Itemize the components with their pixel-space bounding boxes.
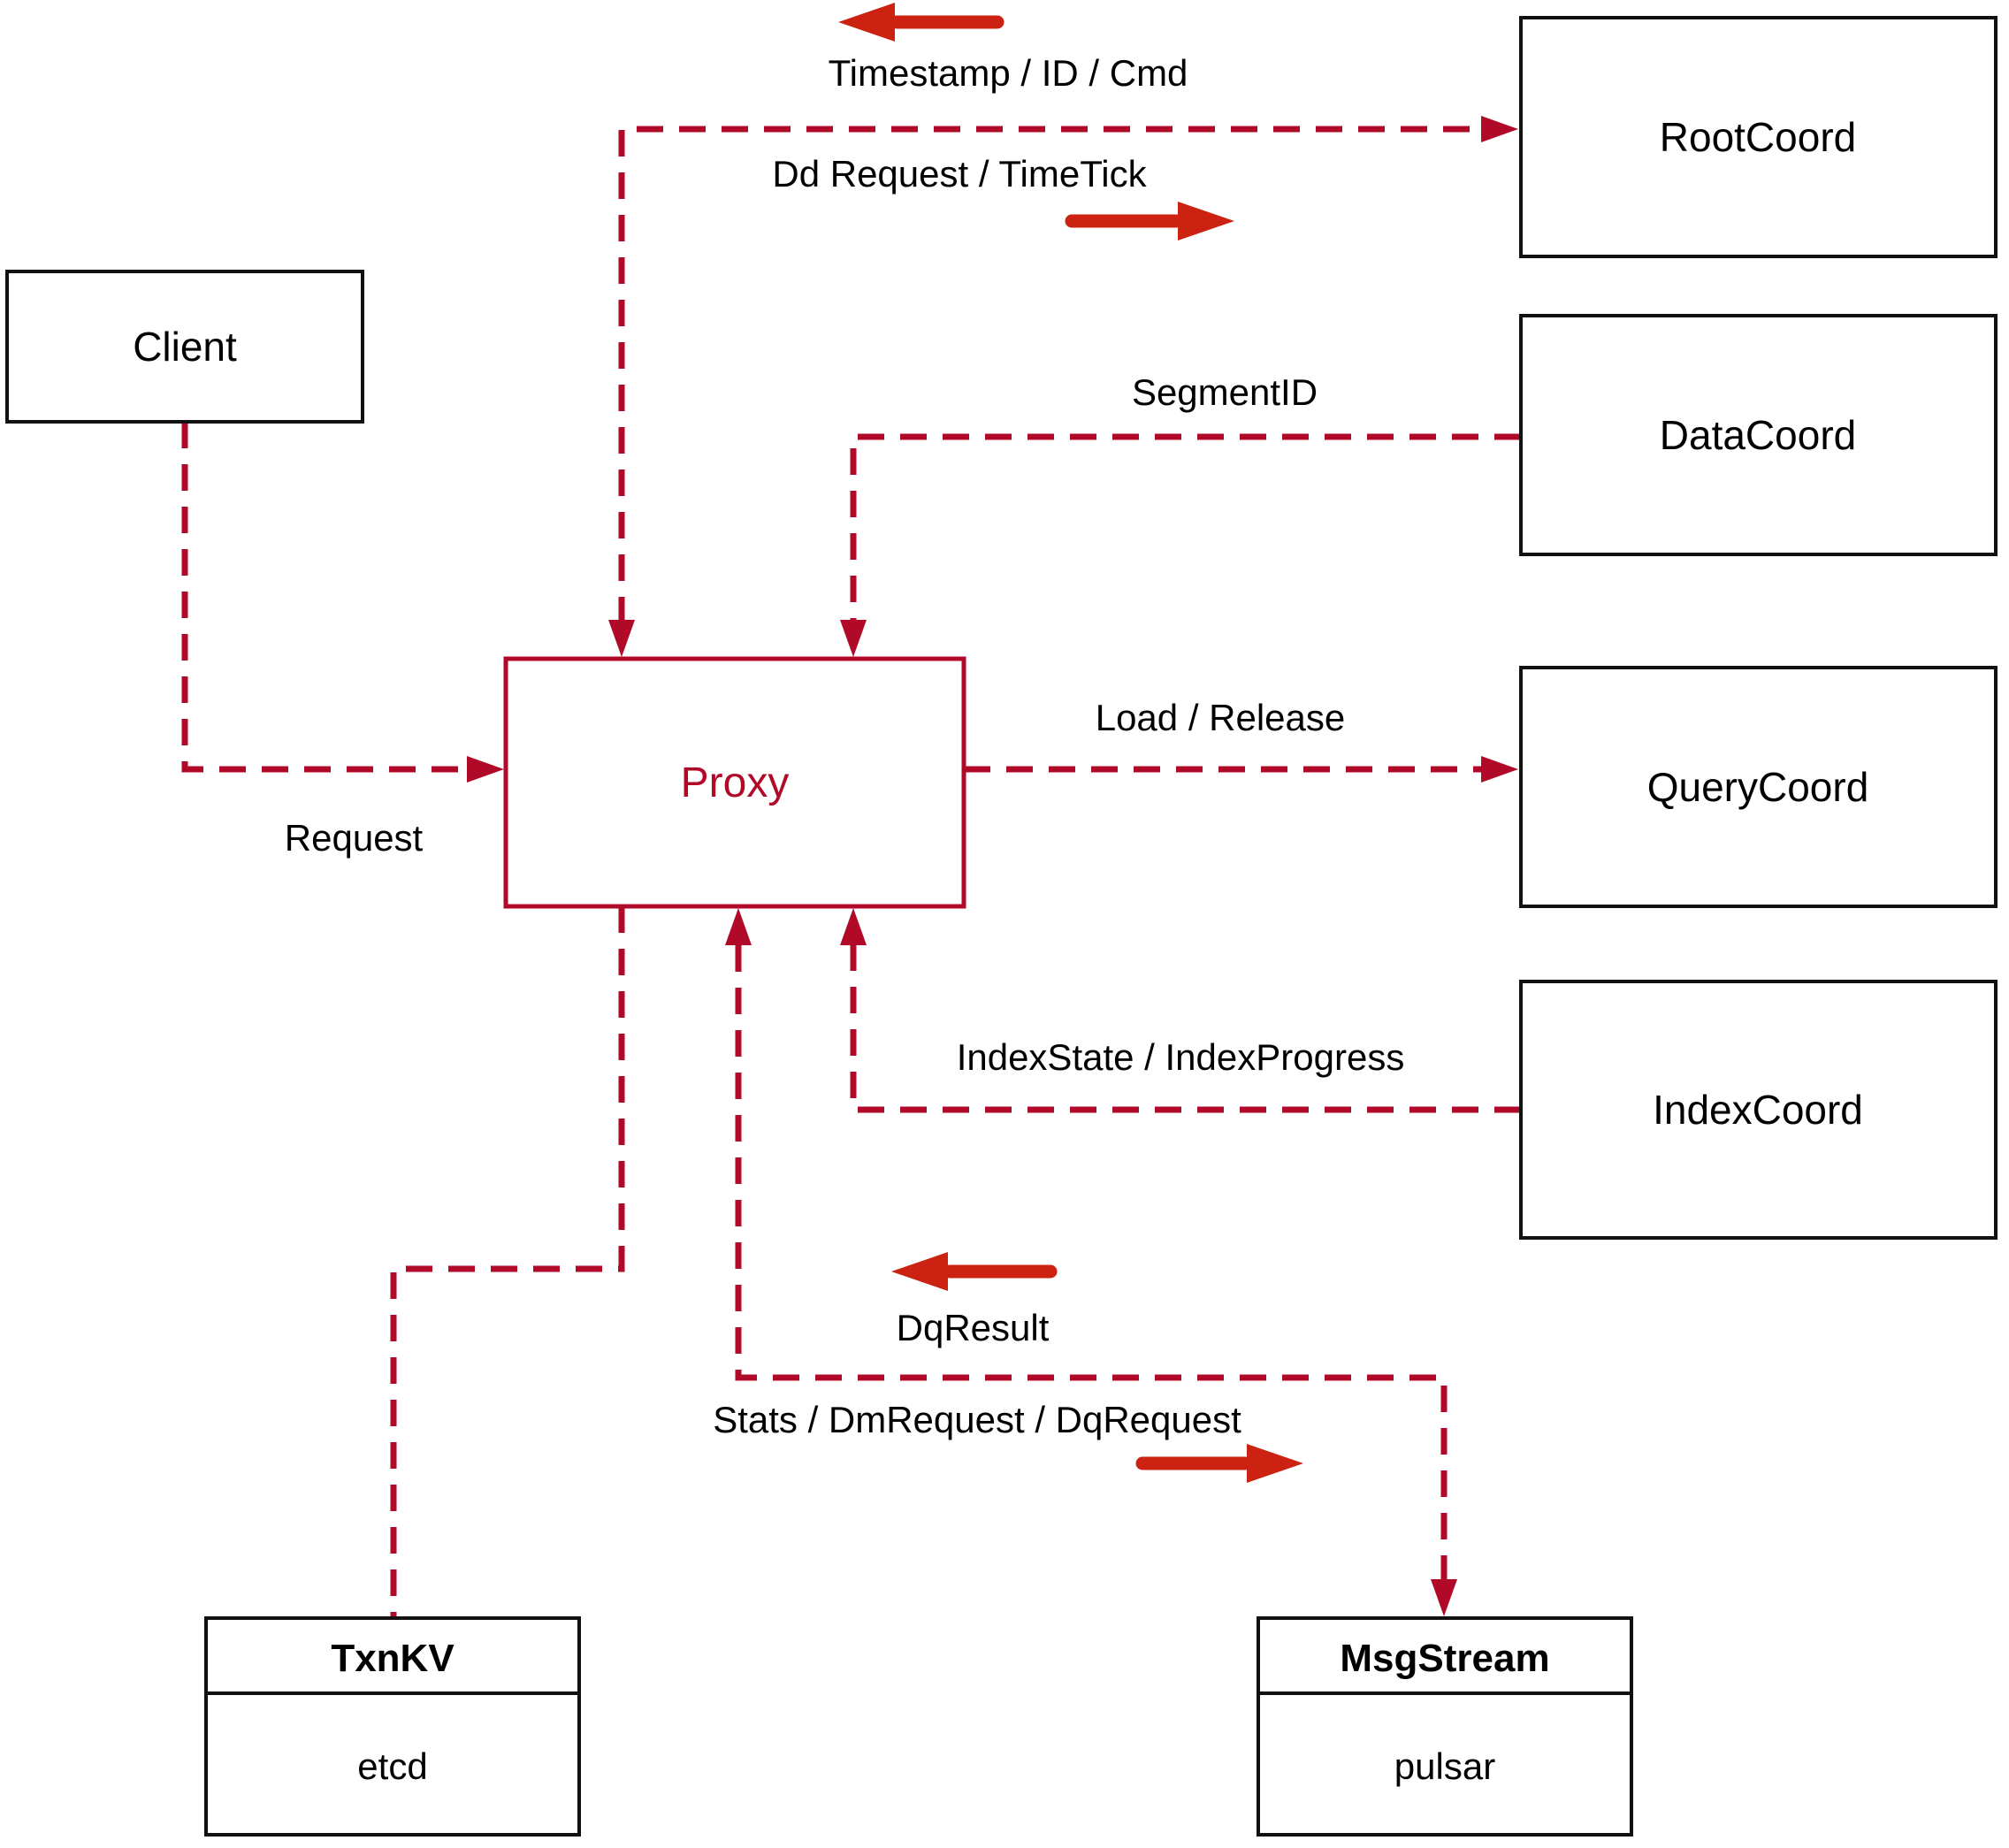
edge-label-stats: Stats / DmRequest / DqRequest xyxy=(713,1399,1241,1440)
arrowhead-into-proxy-top-left-icon xyxy=(608,620,635,657)
arrowhead-into-proxy-top-right-icon xyxy=(840,620,867,657)
node-indexcoord: IndexCoord xyxy=(1519,980,1998,1240)
node-txnkv: TxnKV etcd xyxy=(204,1616,581,1837)
edge-label-load-release: Load / Release xyxy=(1096,697,1346,738)
edge-label-dqresult: DqResult xyxy=(897,1307,1050,1348)
edges xyxy=(181,116,1521,1616)
node-querycoord-label: QueryCoord xyxy=(1647,764,1869,810)
node-client-label: Client xyxy=(133,324,237,370)
edge-indexcoord-proxy xyxy=(850,945,1521,1113)
node-querycoord: QueryCoord xyxy=(1519,666,1998,908)
node-datacoord-label: DataCoord xyxy=(1660,412,1856,458)
arrowhead-into-msgstream-icon xyxy=(1431,1579,1457,1616)
node-rootcoord-label: RootCoord xyxy=(1660,114,1856,160)
arrow-left-top-icon xyxy=(838,3,1004,42)
arrowhead-into-proxy-bottom-right-icon xyxy=(840,908,867,945)
edge-labels: Timestamp / ID / Cmd Dd Request / TimeTi… xyxy=(285,52,1405,1440)
arrow-right-top-icon xyxy=(1065,202,1234,241)
edge-proxy-msgstream xyxy=(735,945,1448,1579)
edge-proxy-rootcoord xyxy=(618,126,1484,623)
node-msgstream: MsgStream pulsar xyxy=(1257,1616,1633,1837)
edge-label-indexstate: IndexState / IndexProgress xyxy=(957,1036,1405,1078)
edge-proxy-txnkv xyxy=(390,906,625,1616)
arrow-left-bottom-icon xyxy=(891,1252,1058,1291)
node-txnkv-body: etcd xyxy=(357,1745,427,1787)
edge-label-timestamp: Timestamp / ID / Cmd xyxy=(829,52,1188,94)
edge-client-proxy xyxy=(181,422,469,773)
arrow-right-bottom-icon xyxy=(1135,1444,1303,1483)
node-proxy-label: Proxy xyxy=(681,760,790,806)
node-datacoord: DataCoord xyxy=(1519,314,1998,556)
node-msgstream-body: pulsar xyxy=(1394,1745,1495,1787)
arrowhead-into-rootcoord-icon xyxy=(1481,116,1518,142)
arrowhead-into-querycoord-icon xyxy=(1481,756,1518,783)
node-rootcoord: RootCoord xyxy=(1519,16,1998,258)
arrowhead-into-proxy-bottom-left-icon xyxy=(725,908,752,945)
arrowhead-into-proxy-left-icon xyxy=(467,756,504,783)
edge-label-request: Request xyxy=(285,817,424,859)
node-proxy: Proxy xyxy=(503,656,966,909)
node-msgstream-title: MsgStream xyxy=(1340,1637,1549,1680)
node-txnkv-title: TxnKV xyxy=(331,1637,455,1680)
edge-datacoord-proxy xyxy=(850,433,1521,623)
direction-arrows xyxy=(838,3,1303,1483)
node-client: Client xyxy=(5,270,364,424)
edge-label-segmentid: SegmentID xyxy=(1132,371,1318,413)
edge-label-dd-request: Dd Request / TimeTick xyxy=(772,153,1147,195)
node-indexcoord-label: IndexCoord xyxy=(1653,1087,1863,1133)
